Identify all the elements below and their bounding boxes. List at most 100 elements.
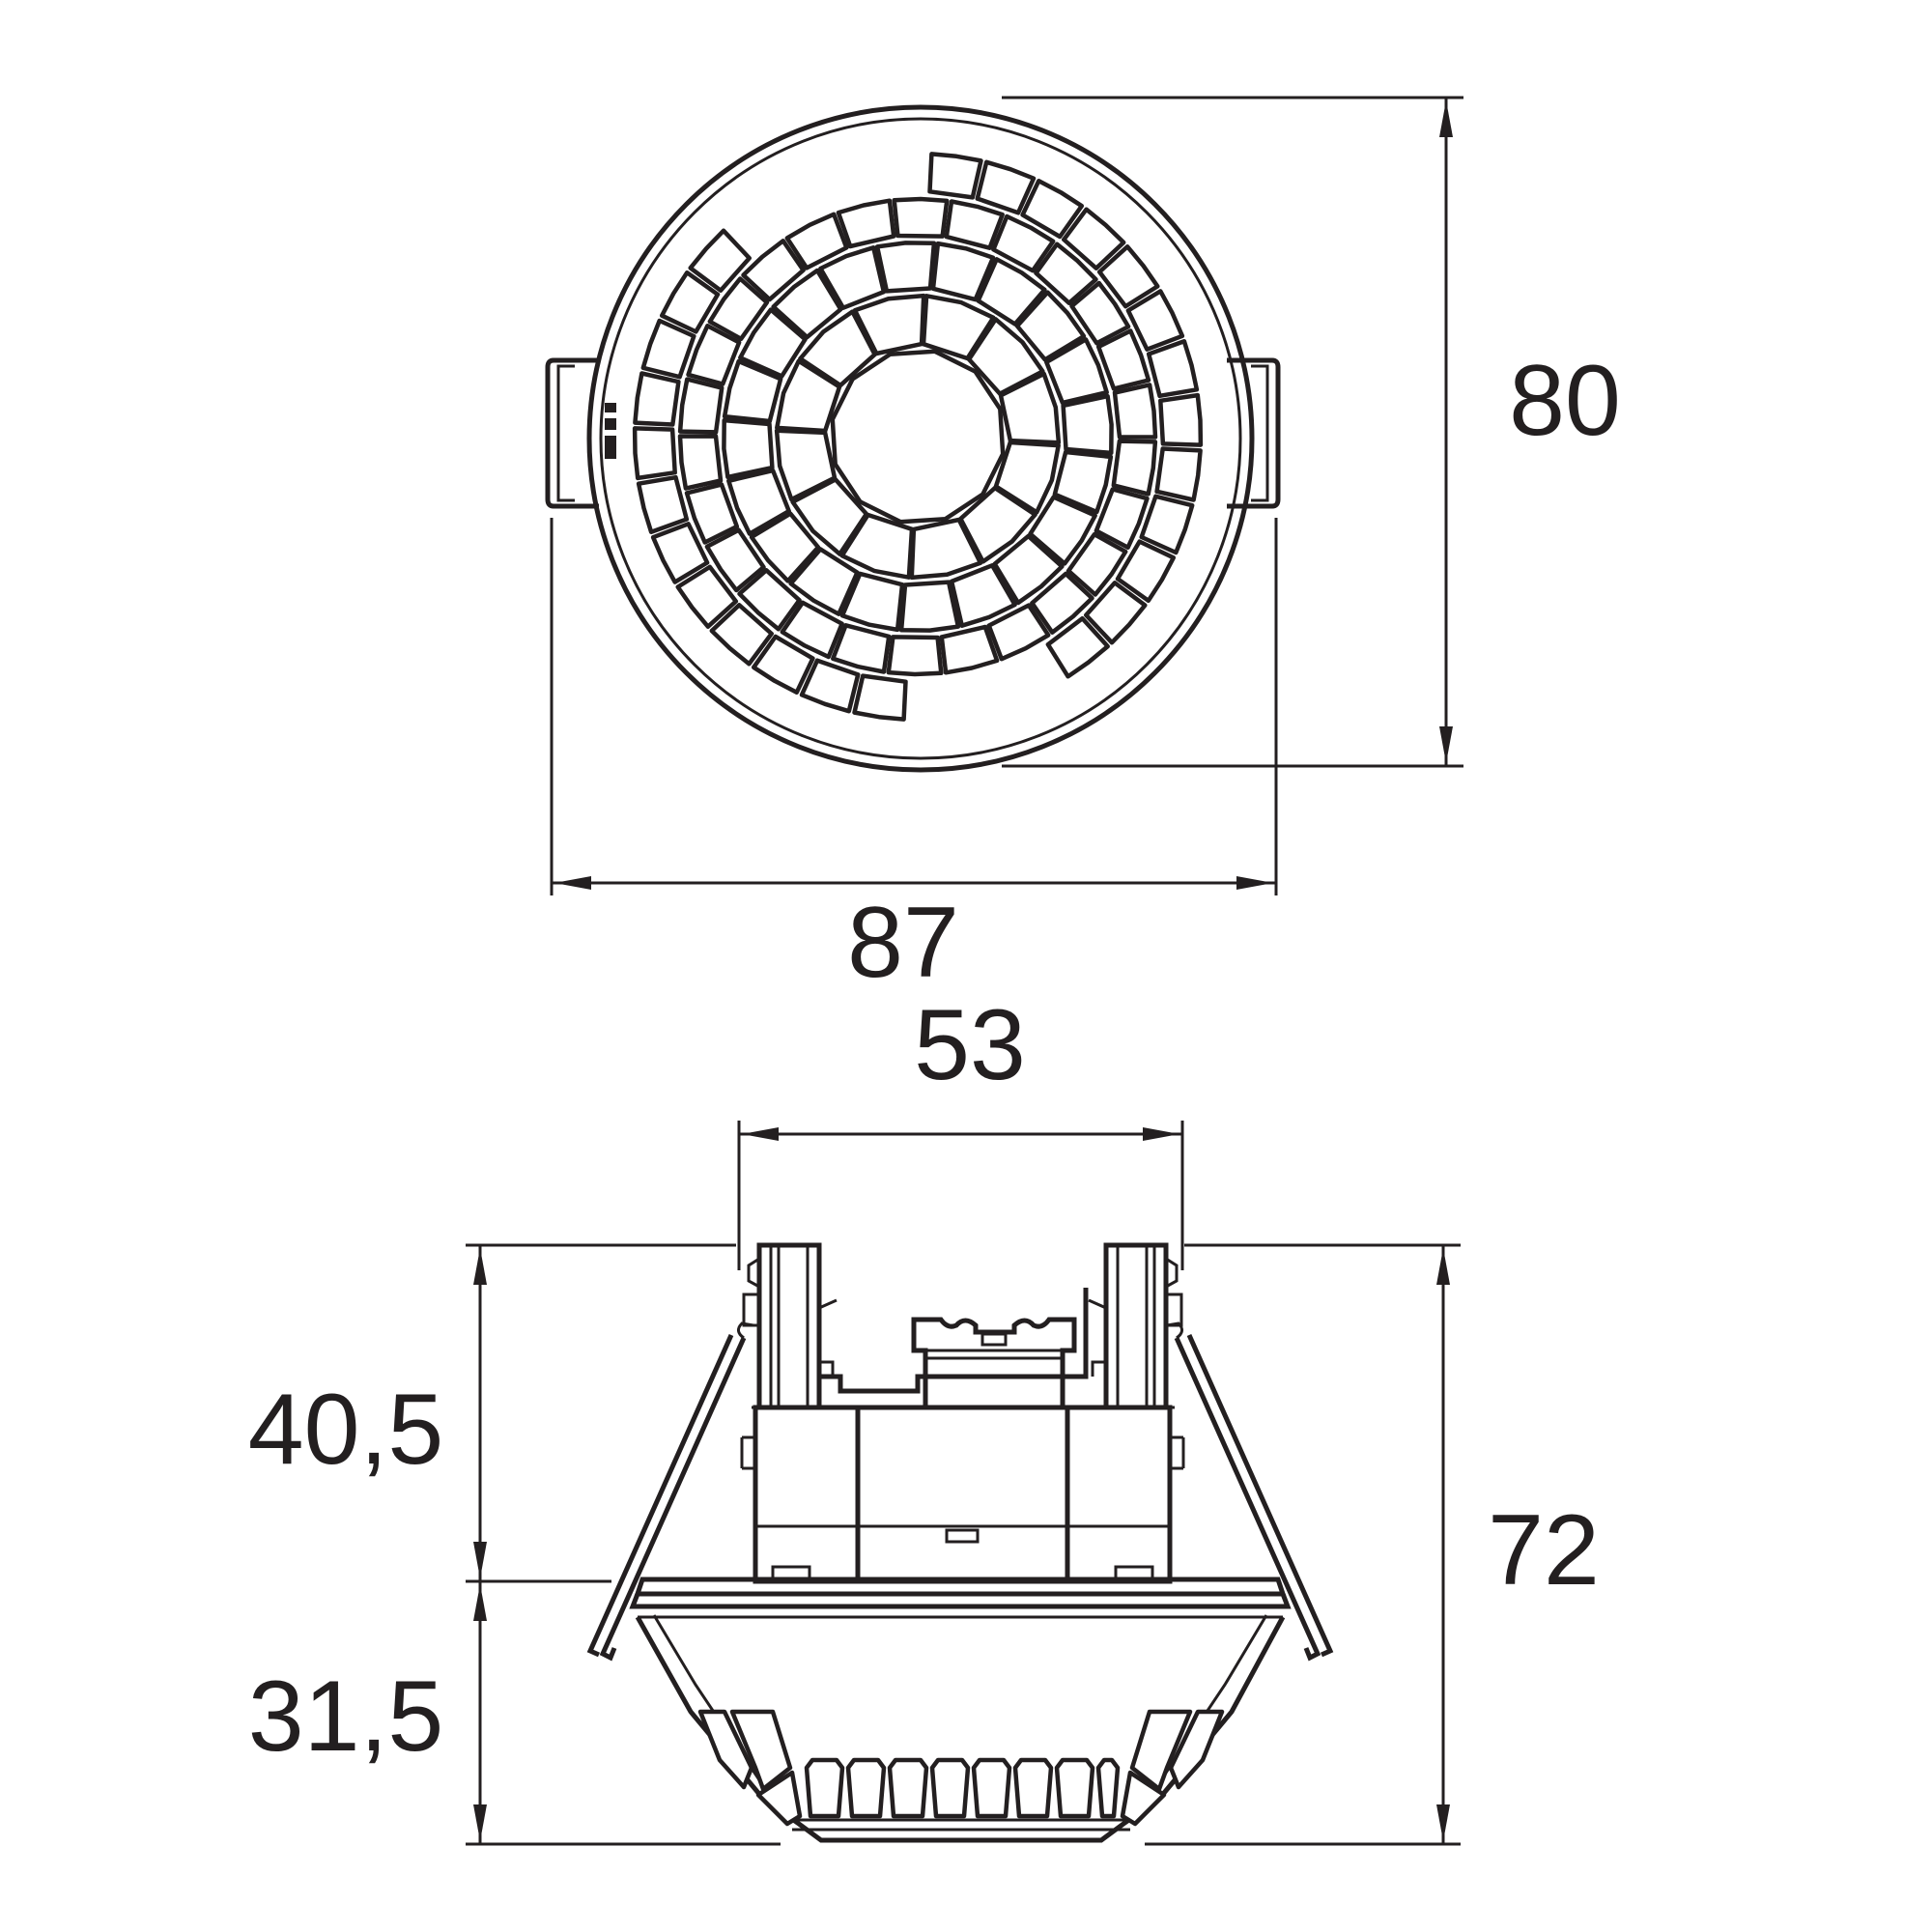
lens-cell: [633, 371, 681, 427]
lens-cell: [704, 527, 766, 593]
sensor-body-outline: [586, 104, 1255, 773]
upper-height-arrow-bottom: [473, 1542, 487, 1578]
lens-cell: [839, 571, 905, 633]
lens-cell: [1062, 207, 1126, 270]
side-lens-facet: [1054, 1757, 1095, 1819]
lens-cell: [1158, 392, 1204, 447]
lens-cell: [659, 270, 721, 334]
total-height-label: 72: [1488, 1494, 1600, 1606]
lens-cell: [684, 482, 740, 545]
side-lens-facet: [845, 1757, 887, 1819]
lens-cell: [992, 533, 1065, 606]
total-height-arrow-top: [1436, 1248, 1450, 1285]
lens-cell: [709, 603, 774, 667]
fresnel-lens: [632, 152, 1204, 722]
sensor-body-inner-rim: [599, 117, 1242, 760]
lens-cell: [771, 268, 843, 340]
lens-cell: [939, 624, 1000, 675]
lens-cell: [1034, 242, 1098, 305]
lens-cell: [852, 673, 908, 722]
width-dimension-label: 87: [847, 887, 959, 999]
height-dimension-label: 80: [1509, 345, 1621, 457]
side-lens-facet: [755, 1770, 803, 1827]
side-lens-facet: [1168, 1709, 1225, 1790]
lens-cell: [798, 309, 877, 388]
right-mounting-tab: [1227, 357, 1281, 509]
side-lens-facet: [729, 1709, 793, 1792]
lens-cell: [726, 468, 791, 536]
lens-cell: [975, 159, 1037, 215]
lens-cell: [722, 417, 775, 480]
lens-cell: [1045, 615, 1110, 679]
side-lens-facet: [929, 1757, 971, 1819]
lens-cell: [1125, 289, 1185, 352]
lens-cell: [788, 547, 860, 616]
lens-cell: [886, 635, 944, 677]
lens-cell: [986, 603, 1051, 662]
lens-cell: [738, 307, 808, 379]
lens-cell: [898, 580, 961, 633]
lower-height-arrow-bottom: [473, 1804, 487, 1841]
lens-cell: [966, 317, 1045, 396]
brand-marking: [605, 403, 616, 459]
top-width-arrow-left: [742, 1127, 779, 1141]
lens-cell: [998, 371, 1062, 445]
lower-height-arrow-top: [473, 1584, 487, 1621]
lens-center-opening: [830, 349, 1006, 525]
lens-cell: [1065, 531, 1128, 597]
lens-cell: [1014, 290, 1087, 362]
lens-cell: [874, 241, 937, 294]
side-lens-facet: [804, 1757, 845, 1819]
side-lens-facet: [1012, 1757, 1054, 1819]
side-lens-facet: [1129, 1709, 1193, 1792]
lens-cell: [958, 485, 1037, 564]
lens-cell: [909, 517, 983, 581]
lens-cell: [636, 474, 690, 534]
lens-cell: [749, 511, 821, 583]
lens-cell: [930, 241, 996, 302]
lens-cell: [993, 440, 1061, 515]
lens-cell: [839, 512, 915, 580]
lens-cell: [784, 212, 849, 270]
lens-cell: [1061, 393, 1114, 456]
lens-cell: [1095, 328, 1151, 391]
lens-cell: [949, 563, 1017, 628]
lens-cell: [1139, 494, 1195, 555]
lens-cell: [1115, 539, 1177, 604]
side-view: 53 40,5 31,5 72: [248, 989, 1600, 1846]
lens-cell: [852, 293, 926, 356]
lens-cell: [1052, 449, 1114, 515]
lens-cell: [991, 213, 1056, 273]
lens-cell: [944, 199, 1005, 250]
lens-cell: [751, 634, 815, 696]
width-arrow-right: [1236, 876, 1273, 890]
lens-cell: [677, 434, 724, 491]
side-lens-facet: [697, 1709, 754, 1790]
lens-cell: [1069, 280, 1131, 346]
height-arrow-bottom: [1439, 726, 1453, 763]
height-arrow-top: [1439, 100, 1453, 137]
lens-cell: [1146, 339, 1200, 399]
lens-cell: [976, 257, 1047, 327]
top-width-arrow-right: [1143, 1127, 1179, 1141]
lens-cell: [686, 323, 742, 386]
lens-cell: [892, 196, 950, 239]
lens-cell: [677, 377, 724, 435]
lens-cell: [775, 358, 842, 434]
lens-cell: [1096, 244, 1160, 309]
lens-cell: [818, 245, 887, 310]
lens-cell: [836, 198, 896, 249]
lens-cell: [1084, 581, 1148, 645]
side-lens-facet: [1120, 1770, 1167, 1827]
lens-cell: [799, 658, 861, 714]
lens-cell: [790, 477, 869, 556]
lens-cell: [650, 522, 710, 584]
lens-cell: [640, 318, 696, 380]
side-fresnel-lens: [697, 1709, 1225, 1832]
lens-cell: [774, 428, 838, 502]
right-mounting-tab-inner: [1251, 364, 1269, 502]
spring-clips: [586, 1321, 1334, 1662]
left-mounting-tab: [545, 357, 599, 509]
top-width-dimension-label: 53: [914, 989, 1026, 1101]
